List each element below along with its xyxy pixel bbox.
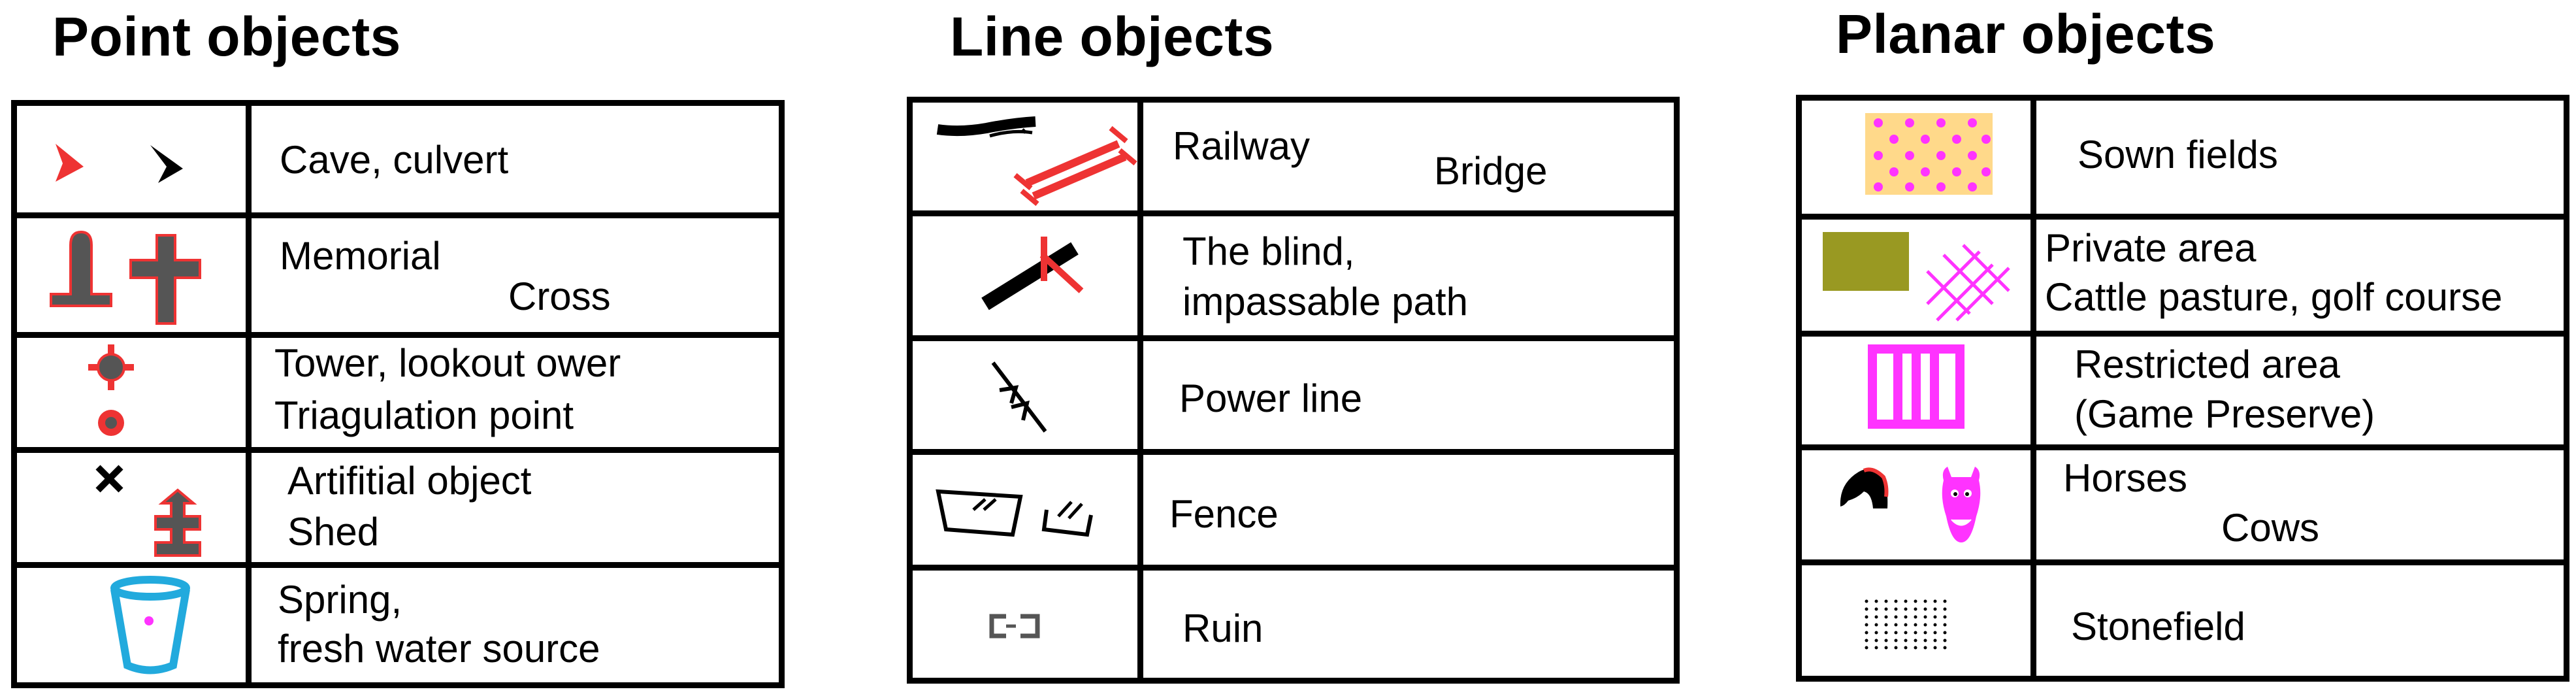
trig-point-label: Triagulation point [274, 393, 574, 437]
tower-label: Tower, lookout ower [274, 341, 621, 385]
restricted-area-icon [1868, 344, 1965, 429]
cave-culvert-icon [56, 144, 183, 183]
line-objects-title: Line objects [950, 6, 1275, 67]
bridge-label: Bridge [1434, 149, 1548, 193]
private-area-label: Private area [2045, 226, 2257, 270]
cows-label: Cows [2221, 506, 2320, 550]
cattle-pasture-label: Cattle pasture, golf course [2045, 275, 2503, 319]
planar-objects-title: Planar objects [1836, 3, 2216, 65]
memorial-cross-icon [50, 230, 201, 325]
private-area-pasture-icon [1823, 232, 2010, 322]
artificial-shed-icon [95, 465, 201, 557]
horse-cow-icon [1840, 467, 1981, 542]
blind-path-icon [981, 237, 1084, 310]
point-objects-table [11, 100, 785, 688]
fence-label: Fence [1169, 492, 1279, 536]
stonefield-icon [1865, 599, 1947, 650]
spring-cup-icon [110, 576, 190, 674]
ruin-label: Ruin [1182, 607, 1264, 650]
shed-label: Shed [287, 510, 380, 554]
cave-culvert-label: Cave, culvert [280, 138, 509, 182]
memorial-label: Memorial [280, 234, 441, 278]
restricted-area-label: Restricted area [2074, 342, 2340, 386]
fence-icon [936, 489, 1093, 537]
stonefield-label: Stonefield [2071, 605, 2245, 648]
sown-fields-icon [1865, 113, 1993, 195]
tower-trig-point-icon [88, 344, 134, 436]
power-line-icon [991, 361, 1047, 433]
power-line-label: Power line [1179, 376, 1363, 420]
railway-bridge-icon [936, 116, 1137, 207]
impassable-path-label: impassable path [1182, 280, 1468, 324]
blind-label: The blind, [1182, 229, 1355, 273]
fresh-water-label: fresh water source [278, 627, 600, 671]
cross-label: Cross [508, 274, 611, 318]
game-preserve-label: (Game Preserve) [2074, 392, 2375, 436]
sown-fields-label: Sown fields [2078, 133, 2278, 176]
railway-label: Railway [1173, 124, 1311, 168]
ruin-icon [989, 614, 1040, 639]
point-objects-title: Point objects [52, 6, 401, 67]
horses-label: Horses [2063, 456, 2188, 500]
artificial-object-label: Artifitial object [287, 459, 532, 503]
spring-label: Spring, [278, 578, 402, 622]
